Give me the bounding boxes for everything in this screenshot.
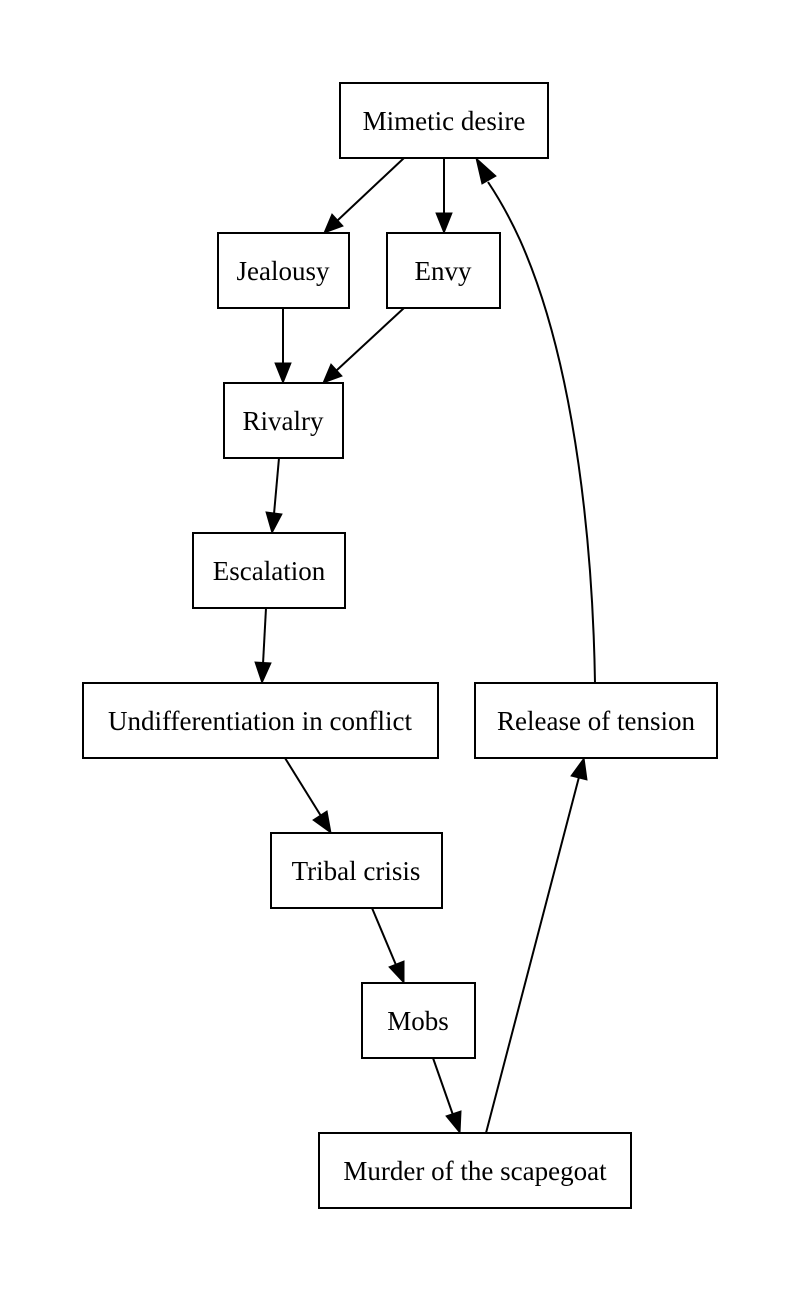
nodes: Mimetic desire Jealousy Envy Rivalry Esc… xyxy=(82,82,718,1209)
node-label-jealousy: Jealousy xyxy=(237,256,330,286)
node-label-release-of-tension: Release of tension xyxy=(497,706,695,736)
edge-jealousy-to-rivalry xyxy=(274,308,292,385)
node-label-mimetic-desire: Mimetic desire xyxy=(363,106,526,136)
edge-mimetic-desire-to-jealousy xyxy=(323,157,405,234)
node-label-mobs: Mobs xyxy=(387,1006,449,1036)
node-label-envy: Envy xyxy=(415,256,472,286)
edge-escalation-to-undifferentiation xyxy=(254,607,272,685)
edge-tribal-crisis-to-mobs xyxy=(371,907,405,985)
node-label-tribal-crisis: Tribal crisis xyxy=(292,856,421,886)
node-murder-of-the-scapegoat: Murder of the scapegoat xyxy=(318,1132,632,1209)
edge-undifferentiation-to-tribal-crisis xyxy=(284,757,332,835)
node-mobs: Mobs xyxy=(361,982,476,1059)
edge-mimetic-desire-to-envy xyxy=(435,158,453,235)
node-tribal-crisis: Tribal crisis xyxy=(270,832,443,909)
node-rivalry: Rivalry xyxy=(223,382,344,459)
edge-envy-to-rivalry xyxy=(322,307,405,384)
node-escalation: Escalation xyxy=(192,532,346,609)
node-mimetic-desire: Mimetic desire xyxy=(339,82,549,159)
edge-mobs-to-murder xyxy=(432,1057,462,1135)
edge-release-to-mimetic-desire xyxy=(475,156,596,684)
node-undifferentiation-in-conflict: Undifferentiation in conflict xyxy=(82,682,439,759)
node-label-murder-of-the-scapegoat: Murder of the scapegoat xyxy=(343,1156,607,1186)
node-label-rivalry: Rivalry xyxy=(243,406,324,436)
node-label-escalation: Escalation xyxy=(213,556,326,586)
node-release-of-tension: Release of tension xyxy=(474,682,718,759)
edge-murder-to-release xyxy=(485,756,588,1134)
node-envy: Envy xyxy=(386,232,501,309)
edge-rivalry-to-escalation xyxy=(265,457,283,535)
edges xyxy=(254,156,596,1135)
node-jealousy: Jealousy xyxy=(217,232,350,309)
node-label-undifferentiation-in-conflict: Undifferentiation in conflict xyxy=(108,706,412,736)
